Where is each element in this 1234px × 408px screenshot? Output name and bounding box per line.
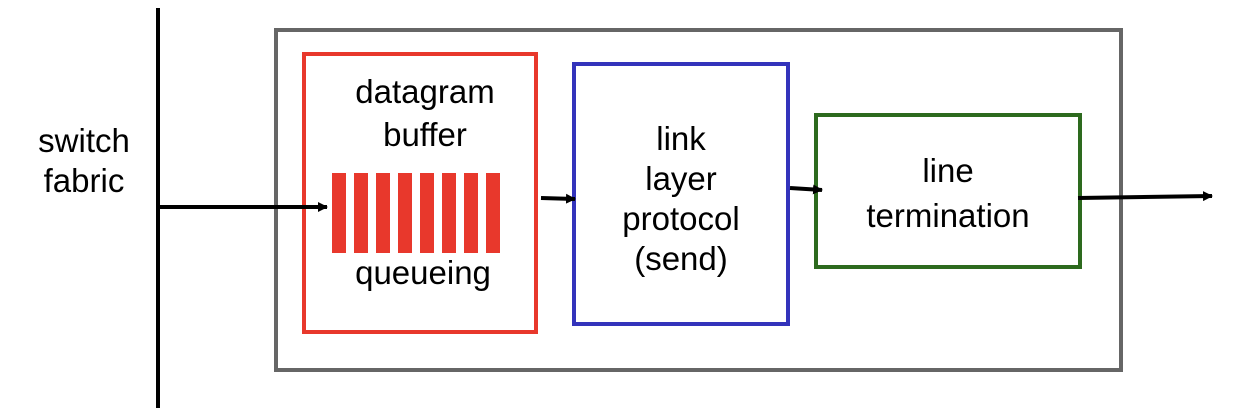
switch-fabric-label-line2: fabric (44, 162, 125, 199)
queue-bars (332, 173, 500, 253)
output-port-box (274, 28, 1123, 372)
line-termination-line1: line (922, 152, 973, 189)
link-layer-line3: protocol (622, 200, 739, 237)
line-termination-box (814, 113, 1082, 269)
queued-packet (486, 173, 500, 253)
arrow-buffer-to-link (540, 193, 576, 204)
link-layer-line1: link (656, 120, 706, 157)
queued-packet (464, 173, 478, 253)
queued-packet (420, 173, 434, 253)
datagram-buffer-box (302, 52, 538, 334)
queueing-label: queueing (355, 254, 491, 291)
buffer-title-line1: datagram (355, 73, 494, 110)
queued-packet (354, 173, 368, 253)
queued-packet (442, 173, 456, 253)
buffer-title-line2: buffer (383, 116, 467, 153)
queued-packet (398, 173, 412, 253)
link-layer-line4: (send) (634, 240, 728, 277)
link-layer-line2: layer (645, 160, 717, 197)
queued-packet (332, 173, 346, 253)
switch-fabric-label-line1: switch (38, 122, 130, 159)
arrow-termination-out (1077, 191, 1213, 202)
arrow-link-to-termination (789, 184, 823, 195)
queued-packet (376, 173, 390, 253)
line-termination-line2: termination (866, 197, 1029, 234)
